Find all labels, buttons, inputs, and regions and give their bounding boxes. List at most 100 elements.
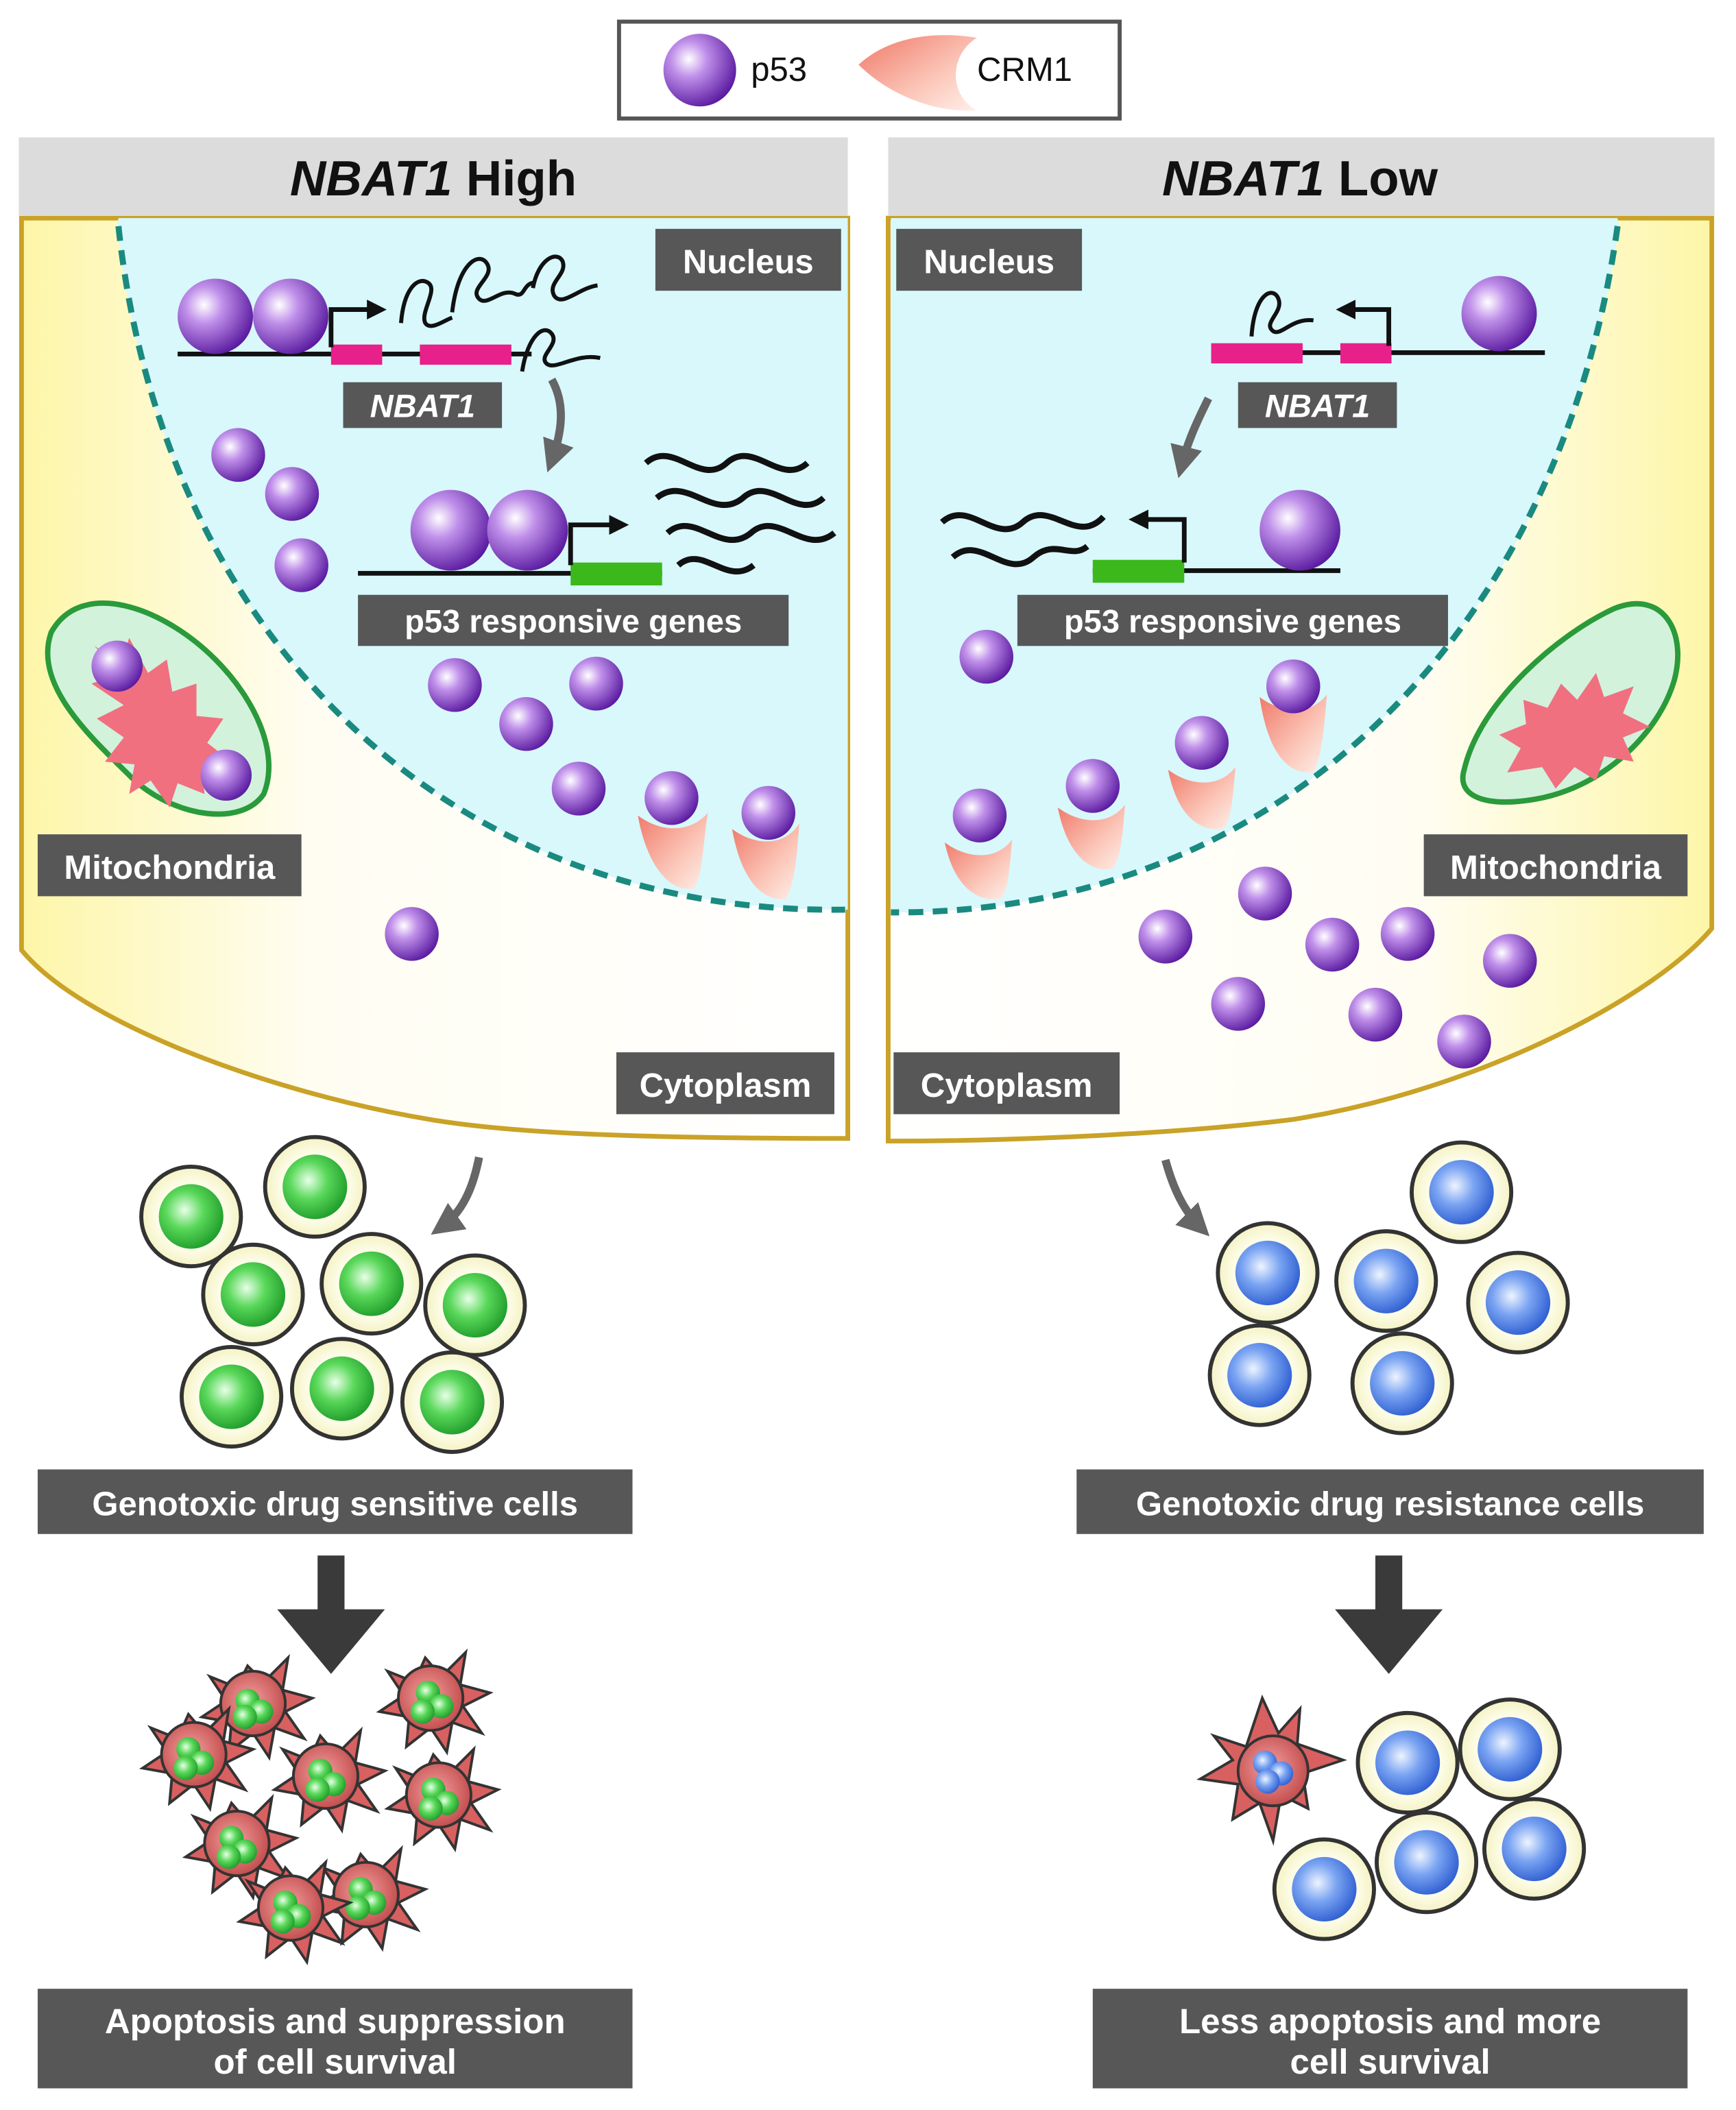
p53-legend-icon: [663, 34, 736, 107]
mrna: [665, 522, 836, 544]
right-cells-label-bg: [1076, 1469, 1704, 1534]
right-cytoplasm-label: Cytoplasm: [921, 1067, 1093, 1104]
crm1-legend-icon: [858, 35, 977, 111]
left-responsive-tss-arrow: [568, 515, 629, 566]
p53-icon: [1348, 987, 1403, 1042]
right-outcome-label-bg: [1092, 1989, 1688, 2089]
p53-icon: [410, 489, 492, 571]
right-nuclear-envelope: [891, 226, 1621, 916]
right-crm1-complexes: [944, 659, 1327, 899]
right-nbat1-tss-arrow: [1336, 300, 1392, 346]
left-induction-arrow: [543, 377, 574, 473]
left-down-arrow: [277, 1555, 385, 1674]
p53-icon: [253, 278, 328, 354]
sensitive-cell: [180, 1344, 284, 1449]
mrna: [676, 556, 756, 575]
crm1-icon: [944, 839, 1013, 899]
nbat1-transcripts: [398, 254, 601, 372]
left-mitochondria-label: Mitochondria: [64, 849, 276, 886]
apoptotic-cell: [376, 1648, 494, 1756]
right-down-arrow: [1335, 1555, 1443, 1674]
nbat1-rna: [398, 279, 453, 328]
left-cells-arrow: [431, 1156, 483, 1235]
sensitive-cell-group: [139, 1135, 527, 1454]
p53-icon: [1138, 910, 1193, 964]
apoptotic-cell: [384, 1745, 502, 1853]
right-outcome: Genotoxic drug resistance cells Less apo…: [1076, 1140, 1704, 2089]
resistant-cell: [1207, 1323, 1312, 1427]
left-responsive-gene-box: [570, 562, 662, 585]
right-outcome-line2: cell survival: [1290, 2042, 1491, 2081]
p53-icon: [569, 657, 623, 711]
p53-icon: [1259, 489, 1340, 571]
resistant-cell: [1458, 1697, 1562, 1802]
panel-nbat1-low: NBAT1 Low Nucleus NBAT1 p53 responsive g…: [886, 137, 1715, 1144]
mrna: [655, 487, 826, 508]
p53-icon: [1437, 1015, 1491, 1069]
resistant-cell: [1272, 1837, 1376, 1941]
right-nucleus: [891, 218, 1619, 912]
crm1-icon: [732, 823, 799, 899]
right-nbat1-exon-1: [1340, 343, 1392, 364]
right-cells-arrow: [1161, 1159, 1210, 1237]
panel-nbat1-high: NBAT1 High Nucleus NBAT1: [19, 137, 850, 1141]
legend: p53 CRM1: [616, 19, 1122, 121]
left-nbat1-exon-2: [420, 344, 511, 365]
sensitive-cell: [423, 1253, 527, 1357]
responsive-mrna-transcripts: [644, 452, 836, 575]
left-header-bar: [19, 137, 848, 216]
p53-icon: [200, 749, 252, 801]
resistant-cell: [1410, 1140, 1514, 1244]
left-nuclear-p53: [211, 428, 623, 816]
crm1-icon: [638, 812, 708, 889]
p53-icon: [499, 696, 553, 751]
right-mitochondrion: [1460, 601, 1680, 805]
left-cytoplasm-label: Cytoplasm: [640, 1067, 812, 1104]
crm1-icon: [1259, 694, 1327, 773]
p53-icon: [1238, 866, 1292, 921]
apoptotic-cell: [198, 1653, 316, 1761]
left-responsive-genes-label: p53 responsive genes: [405, 603, 742, 640]
right-nbat1-exon-2: [1211, 343, 1303, 364]
apoptotic-cell: [1196, 1694, 1347, 1846]
sensitive-cell: [139, 1164, 243, 1269]
sensitive-cell: [400, 1350, 505, 1454]
resistant-cell-group: [1272, 1697, 1587, 1941]
mrna: [940, 512, 1106, 533]
left-crm1-complexes: [638, 771, 799, 899]
resistant-cell: [1374, 1810, 1479, 1915]
left-outcome: Genotoxic drug sensitive cells: [37, 1135, 633, 2089]
right-nucleus-label-bg: [896, 228, 1083, 291]
right-responsive-genes-label: p53 responsive genes: [1064, 603, 1401, 640]
mitochondrion-cristae: [1499, 672, 1650, 789]
right-responsive-gene-box: [1092, 559, 1185, 583]
right-mito-label-bg: [1423, 834, 1688, 897]
p53-icon: [1461, 276, 1537, 352]
nbat1-rna: [450, 256, 534, 313]
p53-icon: [1065, 759, 1120, 813]
resistant-cell: [1216, 1221, 1320, 1325]
p53-icon: [265, 467, 320, 521]
left-responsive-label-bg: [358, 594, 789, 646]
crm1-icon: [1057, 804, 1125, 870]
left-cells-label: Genotoxic drug sensitive cells: [92, 1486, 578, 1523]
sensitive-cell: [201, 1242, 305, 1346]
left-nbat1-tss-arrow: [328, 300, 387, 348]
left-nucleus-label: Nucleus: [683, 244, 814, 281]
sensitive-cell: [320, 1232, 424, 1336]
sensitive-cell: [289, 1337, 394, 1441]
left-gene-label: NBAT1: [370, 388, 476, 424]
nbat1-rna: [1249, 291, 1314, 337]
p53-icon: [178, 278, 254, 354]
p53-icon: [428, 657, 482, 712]
right-cells-label: Genotoxic drug resistance cells: [1136, 1486, 1644, 1523]
sensitive-cell: [263, 1135, 367, 1239]
resistant-cell: [1355, 1710, 1460, 1815]
p53-icon: [385, 907, 439, 961]
left-nbat1-exon-1: [330, 344, 383, 365]
p53-icon: [1266, 659, 1321, 714]
p53-icon: [1380, 907, 1435, 961]
right-responsive-label-bg: [1017, 594, 1448, 646]
right-gene-label: NBAT1: [1265, 388, 1370, 424]
